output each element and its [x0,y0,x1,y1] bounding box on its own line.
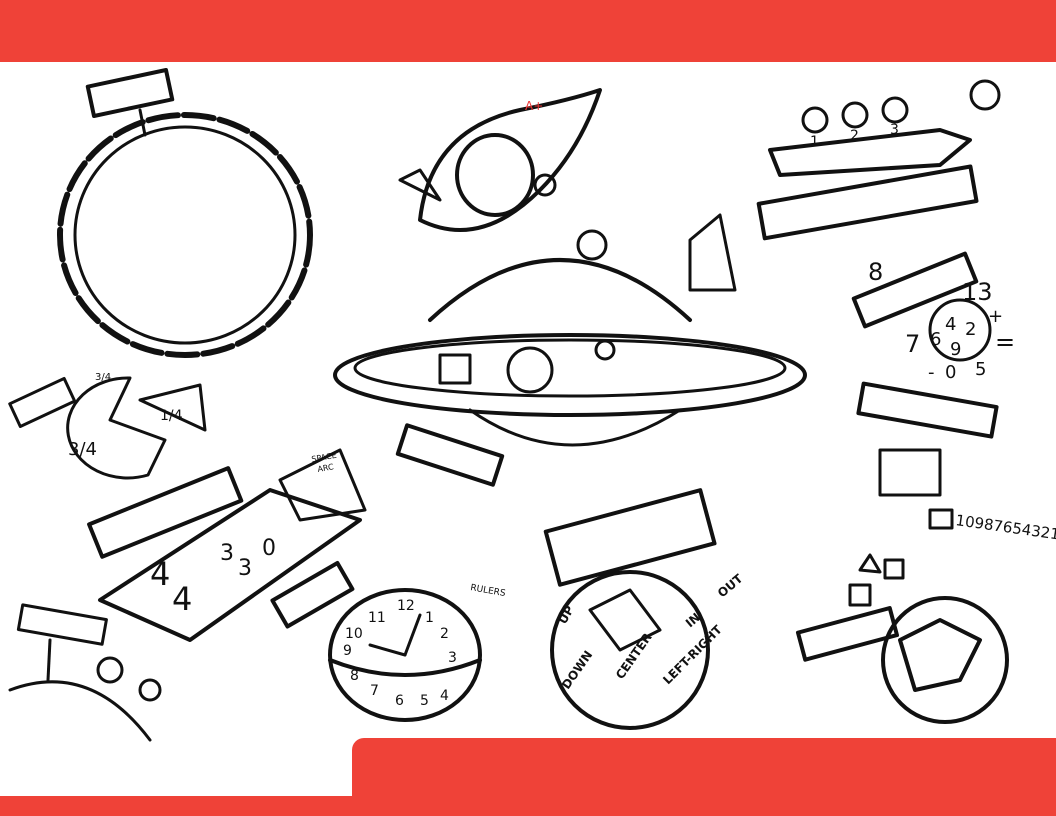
clock-5: 5 [420,693,429,709]
clock-11: 11 [368,610,386,626]
board-num-3: 3 [220,541,234,566]
num-2: 2 [965,319,976,340]
num-plus: + [988,306,1003,327]
directions-ball [543,488,717,730]
pencil-num-2: 2 [850,128,859,144]
fraction-small: 1/4 [160,408,183,424]
num-4: 4 [945,314,956,335]
num-13: 13 [962,278,993,306]
label-down: DOWN [559,648,595,692]
board-num-2: 4 [172,580,192,618]
num-9: 9 [950,339,961,360]
sign-top-left [85,68,175,137]
number-cluster [851,251,992,362]
swirl-circle [57,112,313,358]
board-num-1: 4 [150,555,170,593]
num-0: 0 [945,362,956,383]
clock [270,561,482,722]
shape-ball [795,553,1009,724]
label-left-right: LEFT-RIGHT [660,622,725,687]
clock-1: 1 [425,610,434,626]
num-8: 8 [868,258,883,286]
rulers-label: RULERS [469,583,506,599]
clock-9: 9 [343,643,352,659]
number-cluster-text: 8 13 + 7 6 4 2 9 = - 0 5 [868,258,1015,383]
clock-8: 8 [350,668,359,684]
hill-bottom-left [8,603,162,742]
ship-name-2: ARC [317,462,335,474]
clock-10: 10 [345,626,363,642]
board [87,448,367,642]
board-num-5: 0 [262,536,276,561]
bottom-red-band [0,796,1056,816]
clock-2: 2 [440,626,449,642]
label-out: OUT [715,571,746,600]
clock-numbers: 12 1 2 3 4 5 6 7 8 9 10 11 [343,598,457,709]
top-red-band [0,0,1056,62]
fraction-top: 3/4 [95,372,111,383]
fraction-big: 3/4 [68,439,97,460]
rocket-grade: A+ [525,99,543,113]
board-num-4: 3 [238,556,252,581]
countdown-text: 109876543210 [954,511,1056,545]
clock-12: 12 [397,598,415,614]
countdown-machine [856,381,999,530]
clock-7: 7 [370,683,379,699]
pie-fraction [8,376,207,480]
pencil-num-1: 1 [810,134,819,150]
clock-3: 3 [448,650,457,666]
num-5: 5 [975,359,986,380]
num-minus: - [928,362,935,383]
clock-6: 6 [395,693,404,709]
num-7: 7 [905,330,920,358]
label-center: CENTER [613,631,655,682]
rocket [398,88,602,232]
pencil-kids [756,79,1001,241]
clock-4: 4 [440,688,449,704]
flying-saucer [333,173,807,487]
pencil-num-3: 3 [890,122,899,138]
num-equals: = [995,328,1015,356]
num-6: 6 [930,329,941,350]
ship-name-1: SPACE [311,451,338,464]
